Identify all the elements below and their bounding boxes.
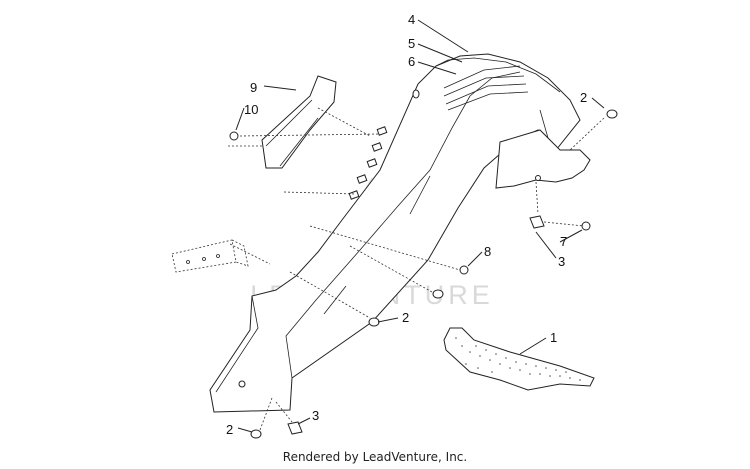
callout-1: 1 bbox=[550, 330, 557, 345]
screw-8 bbox=[459, 265, 469, 275]
frame-stub bbox=[171, 239, 271, 273]
push-rivet-2-top bbox=[606, 109, 618, 119]
callout-numbers: 4 5 6 9 10 2 3 7 8 2 1 2 3 bbox=[226, 12, 587, 437]
push-rivet-2-mid-b bbox=[368, 317, 380, 327]
callout-10: 10 bbox=[244, 102, 258, 117]
callout-5: 5 bbox=[408, 36, 415, 51]
callout-8: 8 bbox=[484, 244, 491, 259]
nut-3-right bbox=[529, 215, 545, 229]
callout-3-right: 3 bbox=[558, 254, 565, 269]
callout-9: 9 bbox=[250, 80, 257, 95]
push-rivet-2-bottom bbox=[250, 429, 262, 439]
washer-10 bbox=[229, 131, 239, 141]
screw-7 bbox=[581, 221, 591, 231]
callout-4: 4 bbox=[408, 12, 415, 27]
callout-2-mid: 2 bbox=[402, 310, 409, 325]
leader-lines bbox=[235, 19, 605, 433]
fasteners bbox=[229, 109, 618, 439]
callout-3-bottom: 3 bbox=[312, 408, 319, 423]
pad-texture-dots bbox=[455, 337, 581, 381]
part-1-pad bbox=[443, 327, 595, 391]
callout-7: 7 bbox=[560, 234, 567, 249]
alignment-lines bbox=[228, 107, 605, 431]
callout-2-top: 2 bbox=[580, 90, 587, 105]
part-9-handle bbox=[261, 75, 337, 169]
callout-2-bottom: 2 bbox=[226, 422, 233, 437]
render-credit-caption: Rendered by LeadVenture, Inc. bbox=[282, 450, 468, 464]
push-rivet-2-mid-a bbox=[432, 289, 444, 299]
callout-6: 6 bbox=[408, 54, 415, 69]
nut-3-bottom bbox=[287, 421, 303, 435]
fender-body bbox=[209, 53, 591, 413]
